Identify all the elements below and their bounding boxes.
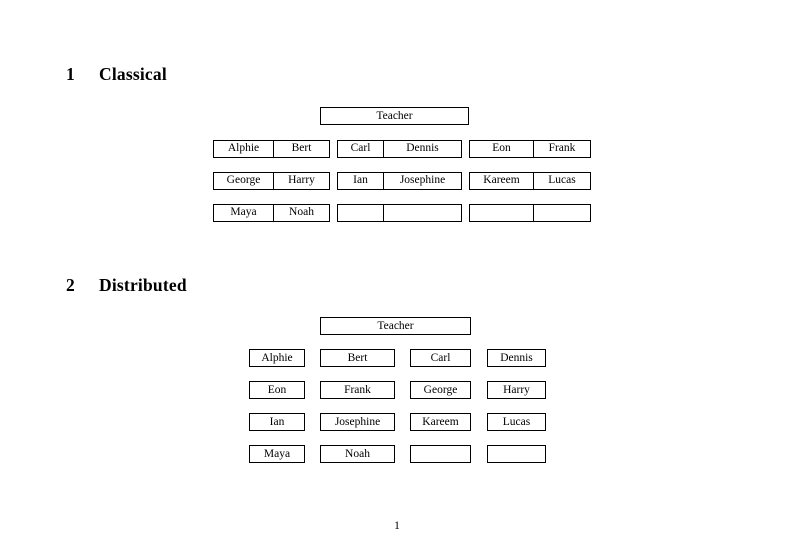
classical-group1-row1: Alphie Bert (213, 140, 330, 158)
student-cell-empty (533, 204, 591, 222)
table-row: Alphie Bert (213, 140, 330, 158)
teacher-label: Teacher (377, 320, 414, 332)
classical-group2-row2: Ian Josephine (337, 172, 462, 190)
student-cell-empty (383, 204, 462, 222)
student-cell: Carl (410, 349, 471, 367)
classical-group2-row3-empty (337, 204, 462, 222)
student-cell: George (213, 172, 274, 190)
student-cell: Harry (273, 172, 330, 190)
classical-group3-row3-empty (469, 204, 591, 222)
section-title: Distributed (99, 275, 187, 295)
teacher-box-distributed: Teacher (320, 317, 471, 335)
section-heading-distributed: 2 Distributed (66, 275, 187, 296)
table-row: Carl Dennis (337, 140, 462, 158)
table-row: Maya Noah (213, 204, 330, 222)
student-cell: Ian (249, 413, 305, 431)
student-cell-empty (469, 204, 534, 222)
student-cell: Maya (213, 204, 274, 222)
student-cell: Lucas (533, 172, 591, 190)
student-cell: Harry (487, 381, 546, 399)
student-cell: George (410, 381, 471, 399)
student-cell: Dennis (383, 140, 462, 158)
student-cell: Lucas (487, 413, 546, 431)
student-cell: Josephine (383, 172, 462, 190)
table-row: Eon Frank (469, 140, 591, 158)
student-cell: Noah (273, 204, 330, 222)
page-number: 1 (394, 520, 400, 532)
student-cell: Josephine (320, 413, 395, 431)
student-cell: Eon (469, 140, 534, 158)
table-row: George Harry (213, 172, 330, 190)
classical-group1-row2: George Harry (213, 172, 330, 190)
table-row: Kareem Lucas (469, 172, 591, 190)
student-cell: Maya (249, 445, 305, 463)
student-cell: Noah (320, 445, 395, 463)
student-cell: Kareem (469, 172, 534, 190)
table-row (337, 204, 462, 222)
student-cell: Carl (337, 140, 384, 158)
student-cell: Alphie (213, 140, 274, 158)
classical-group3-row1: Eon Frank (469, 140, 591, 158)
student-cell: Dennis (487, 349, 546, 367)
student-cell: Bert (320, 349, 395, 367)
student-cell: Frank (533, 140, 591, 158)
teacher-box-classical: Teacher (320, 107, 469, 125)
section-number: 2 (66, 275, 75, 295)
student-cell-empty (487, 445, 546, 463)
table-row: Ian Josephine (337, 172, 462, 190)
section-title: Classical (99, 64, 167, 84)
student-cell-empty (337, 204, 384, 222)
student-cell: Eon (249, 381, 305, 399)
student-cell: Frank (320, 381, 395, 399)
classical-group1-row3: Maya Noah (213, 204, 330, 222)
student-cell: Kareem (410, 413, 471, 431)
section-number: 1 (66, 64, 75, 84)
table-row (469, 204, 591, 222)
student-cell: Bert (273, 140, 330, 158)
classical-group3-row2: Kareem Lucas (469, 172, 591, 190)
student-cell-empty (410, 445, 471, 463)
student-cell: Ian (337, 172, 384, 190)
classical-group2-row1: Carl Dennis (337, 140, 462, 158)
student-cell: Alphie (249, 349, 305, 367)
teacher-label: Teacher (376, 110, 413, 122)
section-heading-classical: 1 Classical (66, 64, 167, 85)
